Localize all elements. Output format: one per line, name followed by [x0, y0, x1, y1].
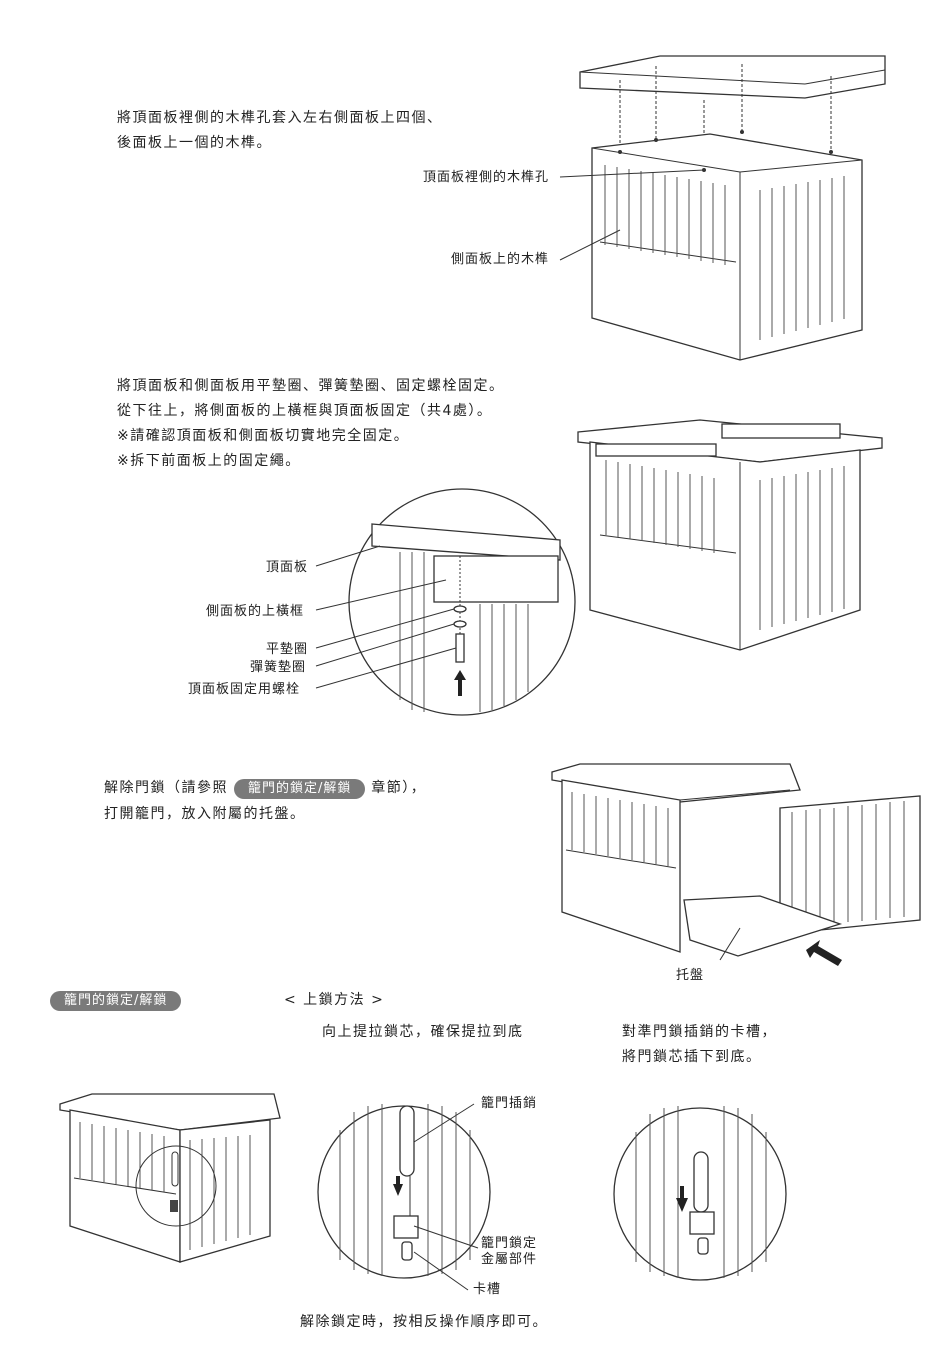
- label-slot: 卡槽: [473, 1282, 501, 1298]
- unlock-footer-note: 解除鎖定時，按相反操作順序即可。: [300, 1310, 548, 1334]
- label-lock-hardware-line1: 籠門鎖定: [481, 1236, 537, 1252]
- label-door-pin: 籠門插銷: [481, 1096, 537, 1112]
- label-lock-hardware-line2: 金屬部件: [481, 1252, 537, 1268]
